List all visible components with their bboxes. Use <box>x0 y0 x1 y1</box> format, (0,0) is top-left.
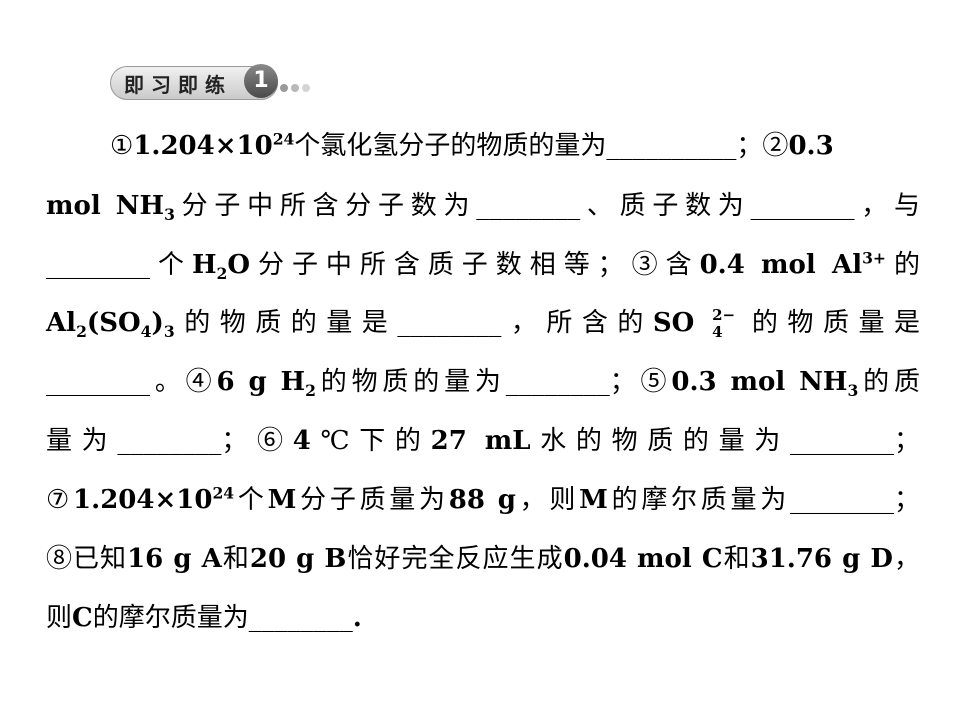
dot-icon <box>302 84 310 92</box>
badge-dots-icon <box>280 77 313 96</box>
exercise-line-7: ⑦1.204×1024个M分子质量为88 g，则M的摩尔质量为________； <box>46 483 920 515</box>
exercise-line-4: Al2(SO4)3的物质的量是________，所含的SO 2−4 的物质量是 <box>46 306 920 342</box>
exercise-line-9: 则C的摩尔质量为________. <box>46 603 362 633</box>
exercise-line-6: 量为________；⑥4℃下的27 mL水的物质的量为________； <box>46 426 920 456</box>
exercise-line-5: ________。④6 g H2的物质的量为________；⑤0.3 mol … <box>46 367 920 401</box>
sulfate-charge: 2−4 <box>712 306 736 341</box>
exercise-line-8: ⑧已知16 g A和20 g B恰好完全反应生成0.04 mol C和31.76… <box>46 544 920 574</box>
exercise-line-1: ①1.204×1024个氯化氢分子的物质的量为__________；②0.3 <box>110 129 834 161</box>
badge-title: 即习即练 <box>124 73 232 97</box>
dot-icon <box>280 84 288 92</box>
exercise-line-2: mol NH3分子中所含分子数为________、质子数为________，与 <box>46 191 920 225</box>
exercise-line-3: ________个H2O分子中所含质子数相等；③含0.4 mol Al3+的 <box>46 248 920 284</box>
badge-number-circle: 1 <box>244 64 278 98</box>
dot-icon <box>291 84 299 92</box>
